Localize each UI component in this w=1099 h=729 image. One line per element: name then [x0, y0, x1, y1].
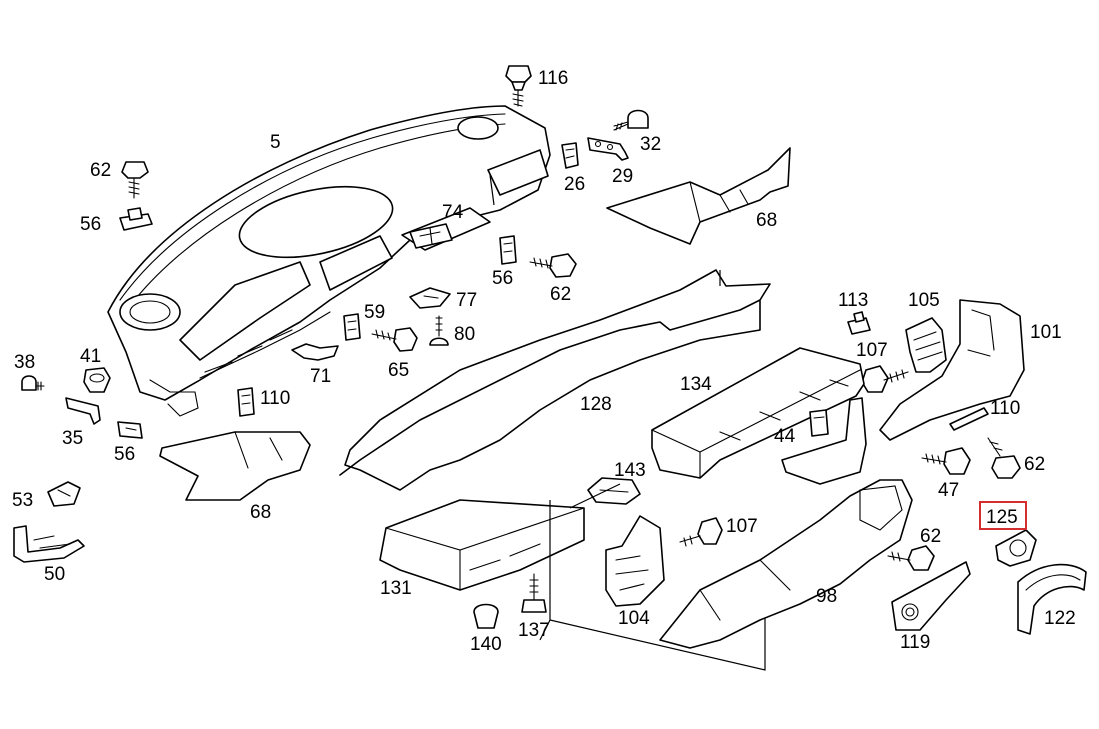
part-dashboard [107, 105, 551, 417]
highlight-box-125 [979, 501, 1027, 530]
part-screw-62-d [887, 545, 935, 571]
part-clip-56-c [117, 421, 143, 439]
callout-50: 50 [44, 564, 65, 585]
part-clip-44 [809, 409, 829, 437]
callout-29: 29 [612, 166, 633, 187]
part-trim-119 [891, 561, 971, 631]
leader-lines [489, 174, 766, 671]
callout-59: 59 [364, 302, 385, 323]
callout-32: 32 [640, 134, 661, 155]
callout-119: 119 [900, 632, 930, 653]
callout-5: 5 [270, 132, 281, 153]
callout-113: 113 [838, 290, 868, 311]
part-bracket-105 [905, 317, 947, 373]
part-nut-41 [83, 367, 111, 393]
callout-56: 56 [492, 268, 513, 289]
callout-122: 122 [1044, 608, 1076, 629]
part-cover-122 [1017, 563, 1087, 635]
callout-125: 125 [986, 507, 1018, 528]
callout-101: 101 [1030, 322, 1062, 343]
part-pin-80 [429, 315, 449, 346]
callout-38: 38 [14, 352, 35, 373]
part-bolt-65 [371, 327, 418, 352]
callout-131: 131 [380, 578, 412, 599]
part-bracket-104 [605, 515, 665, 607]
callout-26: 26 [564, 174, 585, 195]
callout-98: 98 [816, 586, 837, 607]
callout-47: 47 [938, 480, 959, 501]
callout-62: 62 [550, 284, 571, 305]
callout-41: 41 [80, 346, 101, 367]
part-bracket-29 [587, 137, 629, 161]
part-clip-nut-56-a [119, 207, 153, 231]
callout-53: 53 [12, 490, 33, 511]
callout-137: 137 [518, 620, 550, 641]
part-cover-68-a [606, 147, 791, 245]
part-screw-62-a [121, 161, 149, 199]
callout-110: 110 [990, 398, 1020, 419]
callout-77: 77 [456, 290, 477, 311]
callout-44: 44 [774, 426, 796, 447]
callout-68: 68 [756, 210, 777, 231]
callout-56: 56 [114, 444, 135, 465]
part-screw-38 [21, 375, 45, 391]
part-frame-bracket [781, 397, 867, 485]
part-bracket-50 [13, 525, 85, 563]
part-clip-113 [847, 311, 871, 335]
callout-105: 105 [908, 290, 940, 311]
part-bolt-47 [921, 447, 971, 475]
part-lower-dash-98 [659, 479, 913, 649]
part-screw-32 [613, 109, 649, 131]
part-fastener-140 [473, 603, 499, 629]
part-clip-110-b [949, 407, 989, 431]
callout-80: 80 [454, 324, 475, 345]
part-mat-128 [339, 269, 771, 491]
callout-110: 110 [260, 388, 290, 409]
part-box-131 [379, 499, 585, 591]
callout-62: 62 [1024, 454, 1045, 475]
part-bracket-71 [291, 343, 339, 361]
callout-143: 143 [614, 460, 646, 481]
callout-134: 134 [680, 374, 712, 395]
callout-107: 107 [726, 516, 758, 537]
callout-107: 107 [856, 340, 888, 361]
part-clip-26 [561, 142, 579, 169]
part-clip-143 [587, 477, 641, 505]
part-bolt-107-b [679, 517, 723, 547]
callout-68: 68 [250, 502, 271, 523]
part-screw-62-c [987, 437, 1021, 479]
callout-62: 62 [920, 526, 941, 547]
part-bracket-35 [65, 397, 101, 425]
part-box-134 [651, 347, 865, 479]
callout-labels: 5 116 32 26 29 62 56 74 68 56 62 77 59 8… [12, 68, 1076, 655]
part-bolt-62-b [529, 253, 577, 278]
callout-65: 65 [388, 360, 409, 381]
part-clip-110-a [237, 387, 255, 417]
part-cover-68-b [159, 431, 311, 501]
part-bolt-107-a [861, 365, 909, 393]
callout-56: 56 [80, 214, 101, 235]
part-clip-77 [409, 287, 451, 309]
part-clip-56-b [499, 235, 517, 265]
part-bolt-116 [505, 65, 532, 107]
callout-140: 140 [470, 634, 502, 655]
callout-104: 104 [618, 608, 650, 629]
callout-116: 116 [538, 68, 568, 89]
callout-74: 74 [442, 202, 464, 223]
part-bezel-125 [995, 529, 1037, 567]
callout-71: 71 [310, 366, 331, 387]
callout-62: 62 [90, 160, 111, 181]
callout-128: 128 [580, 394, 612, 415]
callout-35: 35 [62, 428, 83, 449]
part-clip-59 [343, 313, 361, 341]
part-panel-101 [879, 299, 1025, 441]
part-bracket-74 [409, 223, 453, 249]
part-clip-53 [47, 481, 81, 507]
part-screw-137 [521, 573, 547, 613]
